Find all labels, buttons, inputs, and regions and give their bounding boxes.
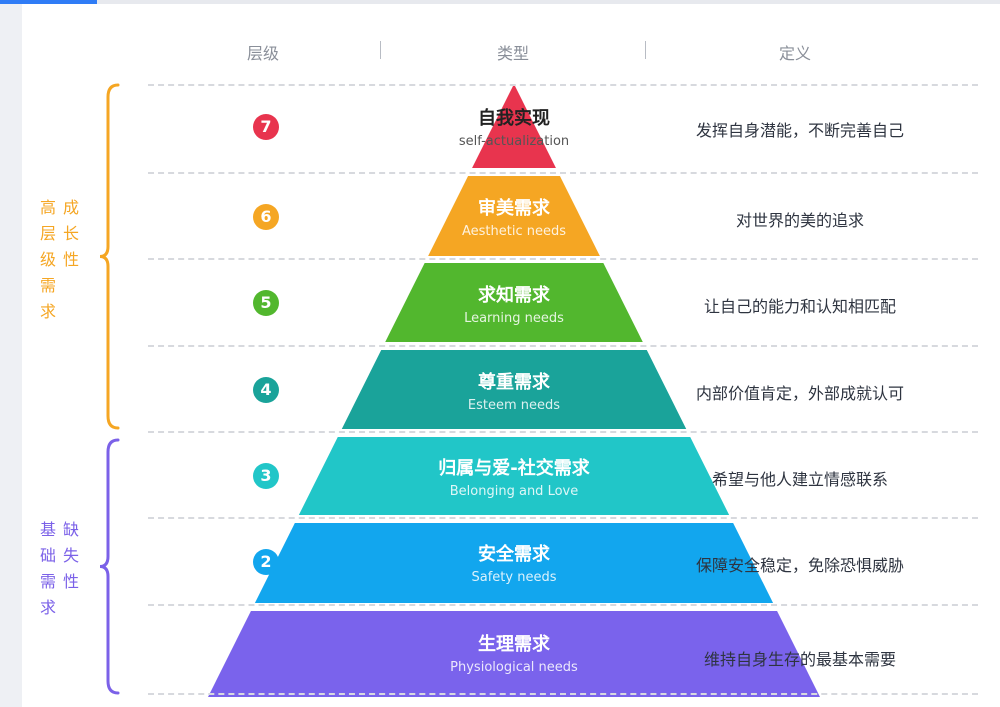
definition-3: 希望与他人建立情感联系 (711, 470, 888, 489)
header-separator (380, 41, 381, 59)
tier-subtitle-7: self-actualization (458, 134, 570, 149)
row-divider (148, 693, 978, 695)
group-high-col1: 高 层 级 需 求 (39, 195, 57, 325)
tier-subtitle-5: Learning needs (464, 311, 564, 326)
header-separator (645, 41, 646, 59)
row-divider (148, 84, 978, 86)
tier-title-4: 尊重需求 (478, 372, 550, 393)
header-type: 类型 (497, 44, 530, 63)
level-badge-3: 3 (253, 463, 279, 489)
top-bar-accent (0, 0, 97, 4)
row-divider (148, 604, 978, 606)
level-badge-4: 4 (253, 377, 279, 403)
group-high-char: 需 (39, 276, 56, 295)
group-low-char: 需 (39, 572, 56, 591)
group-low-char: 础 (39, 546, 56, 565)
level-badge-5: 5 (253, 290, 279, 316)
group-high-col2: 成 长 性 (62, 195, 80, 273)
top-bar (0, 0, 1000, 4)
group-low-col2: 缺 失 性 (62, 517, 80, 595)
row-divider (148, 517, 978, 519)
group-low-char: 求 (39, 598, 56, 617)
tier-subtitle-6: Aesthetic needs (461, 224, 567, 239)
row-divider (148, 172, 978, 174)
tier-title-6: 审美需求 (478, 198, 550, 219)
pyramid-layer-7 (472, 84, 556, 168)
group-high-char: 性 (62, 250, 79, 269)
tier-subtitle-1: Physiological needs (450, 660, 578, 675)
definition-2: 保障安全稳定，免除恐惧威胁 (695, 556, 904, 575)
definition-7: 发挥自身潜能，不断完善自己 (695, 121, 904, 140)
level-badge-6: 6 (253, 204, 279, 230)
pyramid-layer-3 (298, 437, 730, 515)
header-definition: 定义 (779, 44, 812, 63)
group-high-char: 级 (39, 250, 56, 269)
header-level: 层级 (247, 44, 280, 63)
pyramid-layer-2 (254, 523, 774, 603)
group-high-brace (99, 83, 120, 430)
pyramid-layer-5 (385, 263, 643, 342)
group-low-char: 基 (39, 520, 56, 539)
definition-1: 维持自身生存的最基本需要 (703, 650, 896, 669)
tier-title-7: 自我实现 (478, 108, 550, 129)
tier-subtitle-3: Belonging and Love (449, 484, 579, 499)
level-badge-2: 2 (253, 549, 279, 575)
group-low-char: 缺 (62, 520, 79, 539)
row-divider (148, 431, 978, 433)
definition-6: 对世界的美的追求 (735, 211, 864, 230)
group-low-char: 性 (62, 572, 79, 591)
tier-title-1: 生理需求 (478, 634, 550, 655)
tier-title-5: 求知需求 (478, 285, 550, 306)
group-high-char: 层 (39, 224, 56, 243)
group-high-char: 成 (62, 198, 79, 217)
group-high-char: 高 (39, 198, 56, 217)
tier-title-2: 安全需求 (478, 544, 550, 565)
level-badge-7: 7 (253, 114, 279, 140)
row-divider (148, 345, 978, 347)
group-low-char: 失 (62, 546, 79, 565)
group-low-col1: 基 础 需 求 (39, 517, 57, 621)
definition-4: 内部价值肯定，外部成就认可 (695, 384, 904, 403)
tier-subtitle-4: Esteem needs (467, 398, 561, 413)
group-high-char: 求 (39, 302, 56, 321)
pyramid-layer-1 (208, 611, 820, 697)
pyramid-layer-4 (341, 350, 687, 429)
pyramid-layer-6 (428, 176, 600, 256)
tier-title-3: 归属与爱-社交需求 (438, 458, 590, 479)
row-divider (148, 258, 978, 260)
group-high-char: 长 (62, 224, 79, 243)
definition-5: 让自己的能力和认知相匹配 (703, 297, 896, 316)
tier-subtitle-2: Safety needs (471, 570, 557, 585)
group-low-brace (99, 438, 120, 695)
